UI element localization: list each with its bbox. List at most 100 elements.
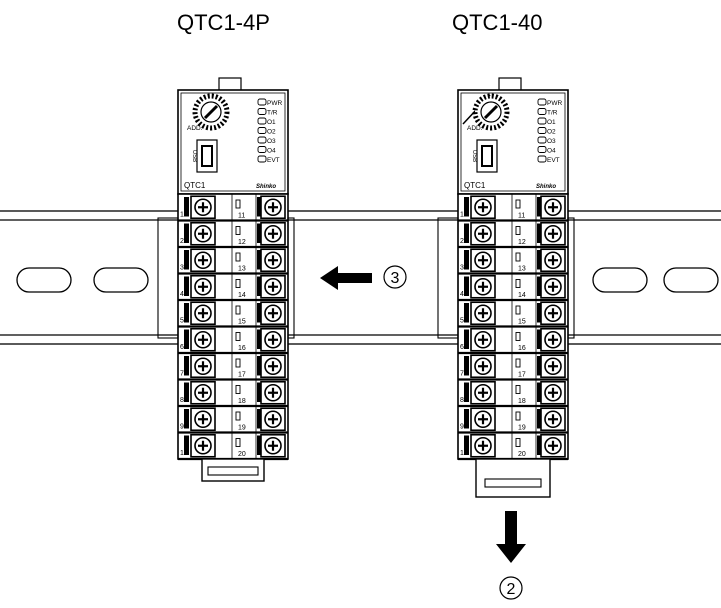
din-rail [0, 210, 721, 345]
terminal-number-left: 5 [180, 318, 184, 325]
rail-slot [663, 267, 719, 293]
terminal-center-mark [515, 332, 521, 341]
terminal-number-left: 8 [460, 397, 464, 404]
terminal-center-mark [515, 305, 521, 315]
indicator-led [537, 146, 547, 153]
terminal-number-right: 18 [518, 398, 526, 405]
usb-label: USB [191, 150, 197, 162]
terminal-number-left: 6 [180, 344, 184, 351]
terminal-center-mark [235, 385, 241, 394]
indicator-label: O4 [267, 148, 276, 155]
terminal-center-mark [235, 332, 241, 341]
terminal-center-mark [515, 438, 521, 447]
terminal-rib [184, 356, 189, 376]
indicator-led [257, 136, 267, 144]
din-latch-slot [484, 478, 542, 488]
terminal-center-mark [515, 252, 521, 262]
terminal-rib [537, 250, 541, 270]
terminal-rib [464, 382, 469, 402]
terminal-center-mark [235, 279, 241, 288]
terminal-number-left: 10 [460, 450, 468, 457]
terminal-number-right: 15 [238, 319, 246, 326]
address-label: ADD. [467, 125, 483, 132]
right-model-label: QTC1-40 [452, 10, 543, 35]
brand-label: Shinko [536, 184, 556, 190]
terminal-number-right: 17 [238, 372, 246, 379]
din-latch-pulled [475, 458, 551, 498]
left-model-label: QTC1-4P [177, 10, 270, 35]
terminal-rib [257, 382, 261, 402]
terminal-number-left: 10 [180, 450, 188, 457]
terminal-center-mark [515, 411, 521, 421]
terminal-center-mark [235, 411, 241, 421]
indicator-led [257, 146, 267, 153]
terminal-center-mark [515, 279, 521, 288]
indicator-led [537, 98, 547, 106]
arrow-down-icon [496, 511, 526, 563]
terminal-number-right: 11 [238, 213, 245, 220]
terminal-rib [464, 223, 469, 243]
terminal-rib [257, 223, 261, 243]
terminal-rib [464, 356, 469, 376]
terminal-number-left: 1 [460, 212, 464, 219]
indicator-label: O1 [547, 119, 556, 126]
indicator-led [257, 108, 267, 115]
indicator-label: O2 [547, 129, 556, 136]
terminal-center-mark [235, 305, 241, 315]
terminal-rib [184, 303, 189, 323]
step-3-marker: 3 [383, 265, 407, 289]
indicator-label: T/R [547, 110, 558, 117]
terminal-rib [464, 197, 469, 217]
terminal-rib [184, 250, 189, 270]
terminal-center-mark [235, 226, 241, 235]
terminal-rib [184, 435, 189, 455]
rail-clip-right [287, 217, 295, 339]
terminal-number-right: 19 [238, 425, 246, 432]
indicator-label: O3 [267, 138, 276, 145]
terminal-number-left: 4 [180, 291, 184, 298]
indicator-label: T/R [267, 110, 278, 117]
terminal-center-mark [235, 252, 241, 262]
terminal-number-left: 6 [460, 344, 464, 351]
terminal-rib [184, 409, 189, 429]
terminal-rib [464, 276, 469, 296]
terminal-number-right: 14 [238, 292, 246, 299]
terminal-rib [257, 276, 261, 296]
terminal-number-left: 5 [460, 318, 464, 325]
terminal-number-right: 12 [518, 239, 526, 246]
terminal-number-left: 8 [180, 397, 184, 404]
terminal-number-right: 14 [518, 292, 526, 299]
indicator-label: O1 [267, 119, 276, 126]
terminal-rib [257, 356, 261, 376]
indicator-led [257, 117, 267, 125]
terminal-rib [184, 197, 189, 217]
terminal-number-right: 20 [518, 451, 526, 458]
terminal-rib [257, 409, 261, 429]
terminal-rib [537, 303, 541, 323]
arrow-left-icon [320, 266, 372, 290]
rail-clip-left [157, 217, 179, 339]
indicator-label: PWR [547, 100, 562, 107]
terminal-rib [257, 197, 261, 217]
terminal-number-left: 2 [460, 238, 464, 245]
terminal-rib [257, 435, 261, 455]
terminal-rib [537, 409, 541, 429]
indicator-led [537, 155, 547, 163]
terminal-number-right: 18 [238, 398, 246, 405]
rail-clip-right [567, 217, 575, 339]
indicator-label: EVT [547, 157, 560, 164]
terminal-rib [537, 329, 541, 349]
indicator-label: O2 [267, 129, 276, 136]
terminal-rib [257, 250, 261, 270]
terminal-rib [537, 276, 541, 296]
terminal-number-right: 16 [238, 345, 246, 352]
brand-label: Shinko [256, 184, 276, 190]
address-label: ADD. [187, 125, 203, 132]
terminal-number-right: 15 [518, 319, 526, 326]
step-2-number: 2 [507, 581, 516, 598]
terminal-number-left: 3 [460, 265, 464, 272]
indicator-label: O3 [547, 138, 556, 145]
rail-clip-left [437, 217, 459, 339]
